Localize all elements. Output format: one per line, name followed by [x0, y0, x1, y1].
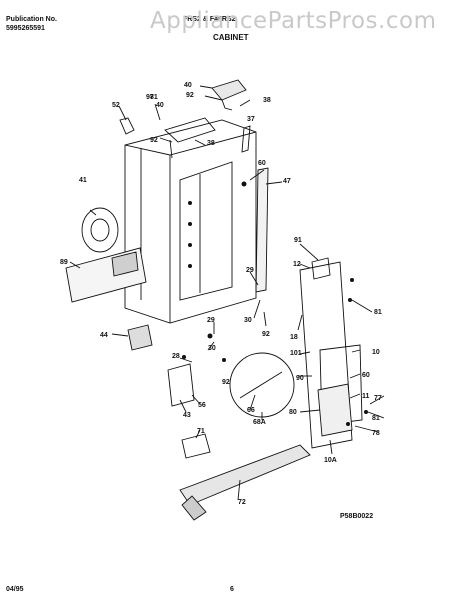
part-label: 18	[290, 334, 298, 341]
part-label: 37	[247, 116, 255, 123]
part-label: 41	[79, 177, 87, 184]
part-label: 89	[60, 259, 68, 266]
part-label: 68A	[253, 419, 266, 426]
part-label: 71	[197, 428, 205, 435]
part-label: 77	[374, 395, 382, 402]
drawing-code: P58B0022	[340, 513, 374, 520]
publication-number: 5995265591	[6, 25, 45, 32]
part-label: 52	[112, 102, 120, 109]
publication-label: Publication No.	[6, 16, 57, 23]
part-label: 60	[258, 160, 266, 167]
footer-page: 6	[230, 586, 234, 593]
part-label: 78	[372, 430, 380, 437]
part-label: 10A	[324, 457, 337, 464]
part-label: 30	[208, 345, 216, 352]
part-label: 97	[146, 94, 154, 101]
part-label: 81	[372, 415, 380, 422]
part-label: 40	[156, 102, 164, 109]
part-label: 92	[186, 92, 194, 99]
part-label: 10	[372, 349, 380, 356]
part-label: 29	[246, 267, 254, 274]
part-label: 66	[247, 407, 255, 414]
part-label: 92	[262, 331, 270, 338]
part-label: 56	[198, 402, 206, 409]
part-label: 40	[184, 82, 192, 89]
part-label: 44	[100, 332, 108, 339]
part-label: 92	[222, 379, 230, 386]
part-label: 90	[296, 375, 304, 382]
part-label: 38	[263, 97, 271, 104]
part-label: 91	[294, 237, 302, 244]
part-label: 30	[244, 317, 252, 324]
watermark: AppliancePartsPros.com	[150, 8, 437, 34]
part-label: 28	[172, 353, 180, 360]
part-label: 92	[150, 137, 158, 144]
part-label: 11	[362, 393, 370, 400]
part-label: 72	[238, 499, 246, 506]
footer-date: 04/95	[6, 586, 24, 593]
model-text: FRS2 & F45RS2	[183, 16, 236, 23]
part-label: 47	[283, 178, 291, 185]
part-label: 29	[207, 317, 215, 324]
part-label: 81	[150, 94, 158, 101]
section-title: CABINET	[213, 33, 249, 42]
part-label: 12	[293, 261, 301, 268]
part-label: 81	[374, 309, 382, 316]
part-label: 101	[290, 350, 302, 357]
part-label: 60	[362, 372, 370, 379]
part-label: 80	[289, 409, 297, 416]
part-label: 43	[183, 412, 191, 419]
part-label: 38	[207, 140, 215, 147]
